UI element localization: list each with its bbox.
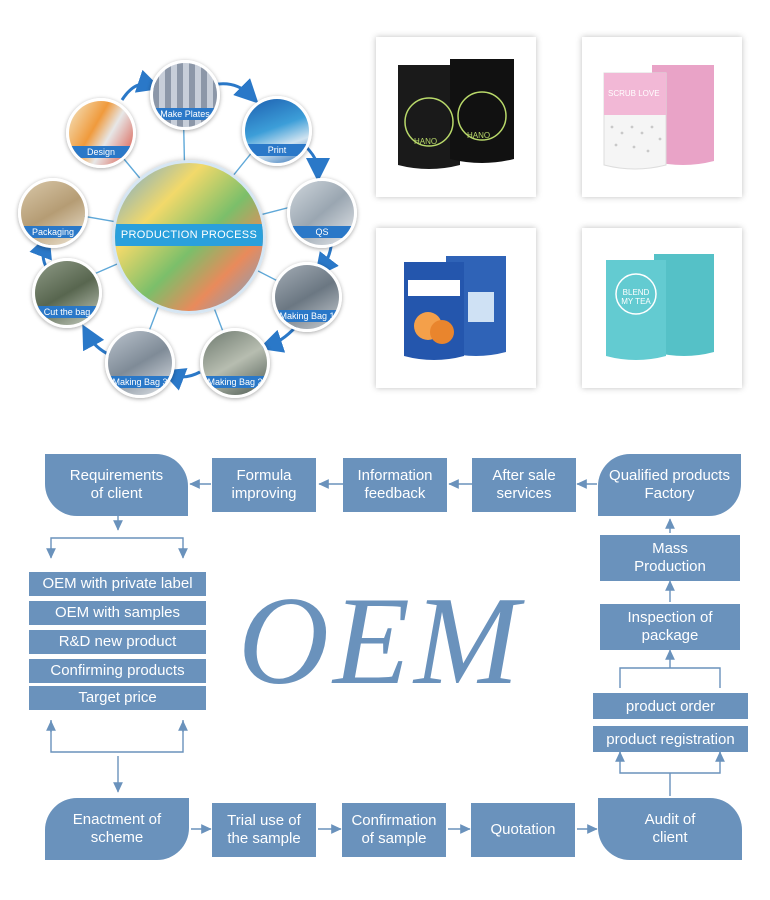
product-registration-box: product registration — [593, 726, 748, 752]
product-card-teal-pouch: BLEND MY TEA — [582, 228, 742, 388]
step-make-plates: Make Plates — [150, 60, 220, 130]
production-process-center: PRODUCTION PROCESS — [112, 160, 266, 314]
confirmation-of-sample-box: Confirmation of sample — [342, 803, 446, 857]
step-making-bag-1: Making Bag 1 — [272, 262, 342, 332]
quotation-box: Quotation — [471, 803, 575, 857]
product-card-blue-pouch — [376, 228, 536, 388]
product-text: HANO — [467, 131, 491, 140]
list-item: Target price — [29, 686, 206, 710]
list-item: R&D new product — [29, 630, 206, 654]
list-item: Confirming products — [29, 659, 206, 683]
step-making-bag-3: Making Bag 3 — [105, 328, 175, 398]
oem-title: OEM — [238, 572, 523, 711]
step-packaging: Packaging — [18, 178, 88, 248]
qualified-products-factory-box: Qualified products Factory — [598, 454, 741, 516]
trial-use-of-the-sample-box: Trial use of the sample — [212, 803, 316, 857]
step-print: Print — [242, 96, 312, 166]
production-process-label: PRODUCTION PROCESS — [115, 224, 263, 246]
product-text: BLEND MY TEA — [621, 288, 651, 306]
inspection-of-package-box: Inspection of package — [600, 604, 740, 650]
step-cut-the-bag: Cut the bag — [32, 258, 102, 328]
black-stand-up-pouch-icon — [398, 59, 514, 169]
after-sale-services-box: After sale services — [472, 458, 576, 512]
step-design: Design — [66, 98, 136, 168]
product-card-pink-pouch: SCRUB LOVE — [582, 37, 742, 197]
information-feedback-box: Information feedback — [343, 458, 447, 512]
pink-white-stand-up-pouch-icon — [603, 65, 714, 170]
teal-tea-pouch-icon — [606, 254, 714, 360]
list-item: OEM with private label — [29, 572, 206, 596]
product-text: SCRUB LOVE — [608, 89, 660, 98]
flow-connectors — [46, 479, 725, 834]
formula-improving-box: Formula improving — [212, 458, 316, 512]
list-item: OEM with samples — [29, 601, 206, 625]
product-text: HANO — [414, 137, 438, 146]
mass-production-box: Mass Production — [600, 535, 740, 581]
product-order-box: product order — [593, 693, 748, 719]
step-making-bag-2: Making Bag 2 — [200, 328, 270, 398]
requirements-of-client-box: Requirements of client — [45, 454, 188, 516]
step-qs: QS — [287, 178, 357, 248]
blue-fruit-pouch-icon — [404, 256, 506, 360]
enactment-of-scheme-box: Enactment of scheme — [45, 798, 189, 860]
product-card-black-pouch: HANO HANO — [376, 37, 536, 197]
audit-of-client-box: Audit of client — [598, 798, 742, 860]
